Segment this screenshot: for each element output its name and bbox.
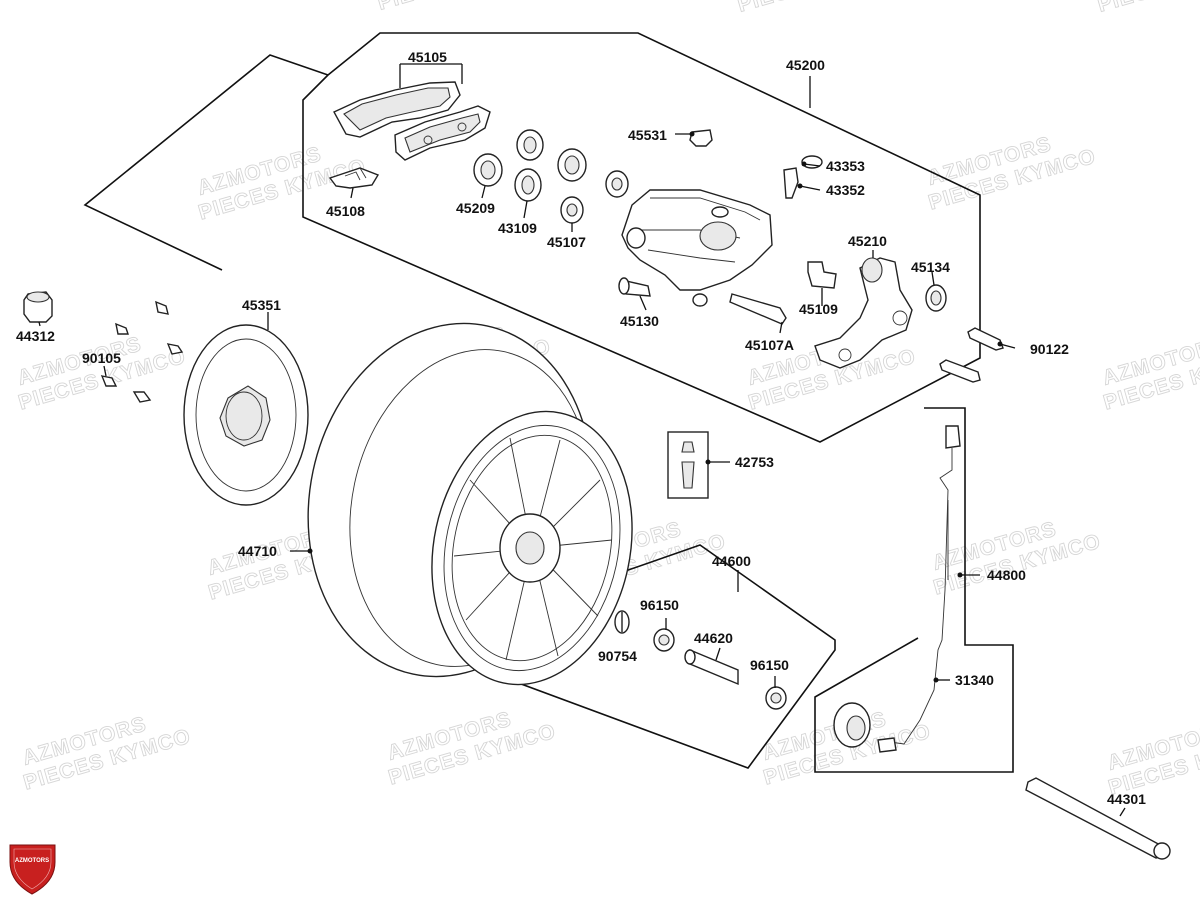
rotor-bracket-line — [83, 54, 329, 271]
hub-spacer — [684, 648, 739, 686]
rotor-bolts — [100, 300, 184, 403]
pad-spring — [328, 167, 380, 189]
part-label-44600[interactable]: 44600 — [712, 553, 751, 569]
speed-sensor-cable — [889, 425, 961, 745]
part-label-45107a[interactable]: 45107A — [745, 337, 794, 353]
part-label-90754[interactable]: 90754 — [598, 648, 637, 664]
part-label-44710[interactable]: 44710 — [238, 543, 277, 559]
part-label-45109[interactable]: 45109 — [799, 301, 838, 317]
bracket-bolts — [939, 327, 1004, 383]
part-label-90105[interactable]: 90105 — [82, 350, 121, 366]
part-label-44620[interactable]: 44620 — [694, 630, 733, 646]
slide-pin — [618, 277, 651, 297]
speed-sensor — [833, 702, 897, 753]
part-label-45351[interactable]: 45351 — [242, 297, 281, 313]
part-label-44312[interactable]: 44312 — [16, 328, 55, 344]
watermark-text: PIECES KYMCO — [375, 0, 548, 15]
bleed-screw — [783, 155, 823, 199]
axle-group-outline — [504, 544, 836, 769]
caliper-seals — [473, 129, 587, 202]
guide-pin — [729, 293, 787, 325]
part-label-45105[interactable]: 45105 — [408, 49, 447, 65]
part-label-45108[interactable]: 45108 — [326, 203, 365, 219]
brake-group-outline — [302, 32, 981, 443]
part-label-43352[interactable]: 43352 — [826, 182, 865, 198]
bleed-cap — [689, 129, 713, 147]
part-label-45134[interactable]: 45134 — [911, 259, 950, 275]
logo-text: AZMOTORS — [15, 858, 49, 864]
part-label-44301[interactable]: 44301 — [1107, 791, 1146, 807]
sensor-group-outline — [814, 407, 1014, 773]
part-label-31340[interactable]: 31340 — [955, 672, 994, 688]
brake-pads — [333, 81, 491, 161]
callout-arrows — [307, 131, 1003, 683]
brake-caliper — [621, 189, 773, 307]
tire-valve — [667, 431, 709, 499]
watermark-text: PIECES KYMCO — [735, 0, 908, 17]
part-label-90122[interactable]: 90122 — [1030, 341, 1069, 357]
brake-disc — [183, 324, 309, 506]
azmotors-logo: AZMOTORS — [9, 844, 56, 895]
part-label-43353[interactable]: 43353 — [826, 158, 865, 174]
part-label-45210[interactable]: 45210 — [848, 233, 887, 249]
part-label-96150-b[interactable]: 96150 — [750, 657, 789, 673]
part-label-44800[interactable]: 44800 — [987, 567, 1026, 583]
rubber-boot — [925, 284, 947, 312]
part-label-45209[interactable]: 45209 — [456, 200, 495, 216]
part-labels: 45105 45200 45531 43353 43352 45108 4520… — [16, 49, 1146, 807]
spacer — [23, 291, 53, 323]
part-label-45200[interactable]: 45200 — [786, 57, 825, 73]
rear-rim — [431, 410, 633, 686]
caliper-bracket — [814, 257, 913, 369]
part-label-42753[interactable]: 42753 — [735, 454, 774, 470]
caliper-pistons — [560, 170, 629, 224]
pad-clip — [807, 261, 837, 289]
part-label-45107[interactable]: 45107 — [547, 234, 586, 250]
part-label-45531[interactable]: 45531 — [628, 127, 667, 143]
group-outlines — [83, 32, 1014, 773]
rear-axle — [1025, 777, 1171, 860]
watermark-text: PIECES KYMCO — [1095, 0, 1200, 17]
part-label-43109[interactable]: 43109 — [498, 220, 537, 236]
part-label-96150[interactable]: 96150 — [640, 597, 679, 613]
part-label-45130[interactable]: 45130 — [620, 313, 659, 329]
leader-lines — [38, 63, 1126, 817]
